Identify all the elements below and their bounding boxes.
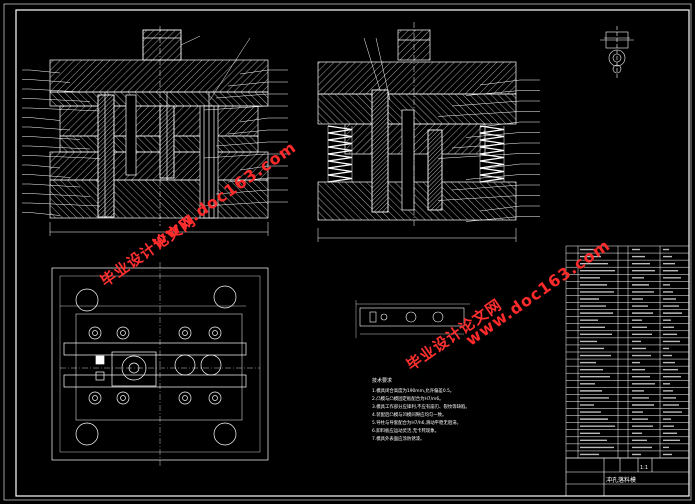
- plan-view-holes: [88, 326, 222, 405]
- lower-die-plan-view: [51, 262, 269, 466]
- parts-list-table: [565, 245, 690, 459]
- title-block: [565, 457, 690, 497]
- note-line: 1.模具闭合高度为190mm,允许偏差0.5。: [372, 387, 454, 394]
- title-block-scale: 1:1: [640, 465, 648, 471]
- note-line: 5.导柱与导套配合为H7/h6,滑动平稳无阻滞。: [372, 419, 461, 426]
- side-section-view: [317, 22, 517, 242]
- strip-layout-view: [355, 300, 470, 338]
- side-view-leaders: [363, 37, 540, 222]
- note-line: 2.凸模与凸模固定板配合为H7/m6。: [372, 395, 444, 402]
- note-line: 4.装配后凸模与凹模间隙应均匀一致。: [372, 411, 446, 418]
- note-line: 7.模具外表面应涂防锈漆。: [372, 435, 425, 442]
- spring-left: [327, 125, 353, 183]
- note-line: 3.模具工作部分应锋利,不应有崩刃、裂纹等缺陷。: [372, 403, 470, 410]
- main-view-leaders: [22, 35, 288, 216]
- workpiece-detail-view: [600, 26, 634, 78]
- spring-right: [479, 125, 505, 183]
- notes-lines: 1.模具闭合高度为190mm,允许偏差0.5。2.凸模与凸模固定板配合为H7/m…: [372, 387, 470, 442]
- main-section-view: [49, 26, 269, 236]
- notes-title: 技术要求: [372, 377, 392, 384]
- note-line: 6.卸料板应运动灵活,无卡死现象。: [372, 427, 439, 434]
- title-block-name: 冲孔落料模: [606, 476, 636, 484]
